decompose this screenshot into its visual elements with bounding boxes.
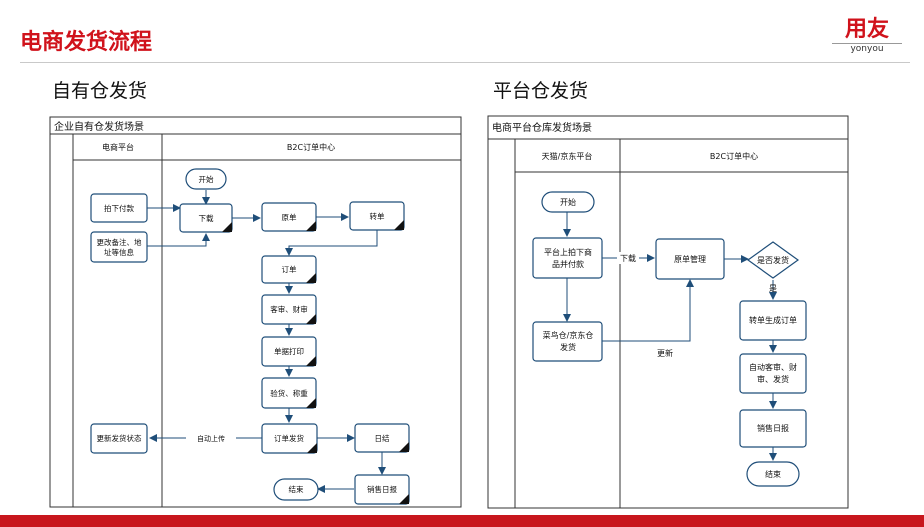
left-node-order: 订单 — [282, 264, 297, 274]
label-r-yes: 是 — [769, 284, 777, 293]
edge-convert-order — [285, 230, 378, 256]
right-node-pay-shape — [532, 237, 603, 279]
left-node-original-shape — [261, 202, 317, 232]
left-node-report-shape — [354, 474, 410, 505]
right-node-pay-line1: 平台上拍下商 — [544, 247, 592, 257]
left-node-modify-line1: 更改备注、地 — [97, 237, 142, 247]
right-node-decision: 是否发货 — [757, 255, 789, 265]
right-node-review-line1: 自动客审、财 — [749, 362, 797, 372]
right-node-cainiao-line1: 菜鸟仓/京东仓 — [543, 330, 594, 340]
left-node-update-status: 更新发货状态 — [97, 433, 142, 443]
left-node-update-shape — [90, 423, 148, 454]
label-auto-upload: 自动上传 — [197, 434, 225, 443]
right-node-end: 结束 — [765, 469, 781, 479]
left-node-daily-shape — [354, 423, 410, 453]
left-node-inspect-shape — [261, 377, 317, 409]
left-node-original: 原单 — [282, 212, 297, 222]
left-node-inspect: 验货、称重 — [270, 388, 308, 398]
right-section-title: 平台仓发货 — [493, 80, 589, 102]
left-node-pay: 拍下付款 — [104, 203, 134, 213]
left-section-title: 自有仓发货 — [52, 80, 148, 102]
left-node-print-shape — [261, 336, 317, 367]
left-lane-ecommerce: 电商平台 — [102, 142, 134, 152]
label-r-download: 下载 — [620, 253, 636, 263]
left-node-pay-shape — [90, 193, 148, 223]
right-node-decision-shape — [746, 241, 800, 279]
left-node-start-shape — [185, 168, 227, 190]
right-lane-platform: 天猫/京东平台 — [542, 151, 593, 161]
label-r-update: 更新 — [657, 348, 673, 358]
left-node-review: 客审、财审 — [270, 304, 308, 314]
left-node-daily: 日结 — [375, 433, 390, 443]
left-diagram: 企业自有仓发货场景 电商平台 B2C订单中心 自动上传 — [49, 116, 462, 508]
header-divider — [20, 62, 910, 63]
right-node-end-shape — [746, 461, 800, 487]
left-node-ship-shape — [261, 423, 318, 454]
left-node-start: 开始 — [199, 174, 214, 184]
edge-r-cainiao-original — [602, 279, 694, 342]
logo-main-text: 用友 — [844, 17, 889, 42]
left-node-end: 结束 — [289, 484, 304, 494]
right-node-report: 销售日报 — [757, 423, 789, 433]
left-node-print: 单据打印 — [274, 346, 304, 356]
left-node-end-shape — [273, 478, 319, 501]
left-lane-b2c: B2C订单中心 — [287, 142, 335, 152]
left-node-report: 销售日报 — [367, 484, 397, 494]
left-node-modify-line2: 址等信息 — [104, 247, 134, 257]
page-title: 电商发货流程 — [20, 30, 153, 55]
logo-sub-text: yonyou — [832, 43, 902, 55]
right-node-convert: 转单生成订单 — [749, 315, 797, 325]
left-node-order-shape — [261, 255, 317, 284]
left-node-modify-shape — [90, 231, 148, 263]
right-frame-title: 电商平台仓库发货场景 — [492, 121, 592, 134]
right-node-report-shape — [739, 409, 807, 448]
right-node-start: 开始 — [560, 197, 576, 207]
right-node-cainiao-line2: 发货 — [560, 342, 576, 352]
left-node-convert: 转单 — [370, 211, 385, 221]
right-node-convert-shape — [739, 300, 807, 341]
left-node-download: 下载 — [199, 213, 214, 223]
right-diagram: 电商平台仓库发货场景 天猫/京东平台 B2C订单中心 下载 是 更新 — [487, 115, 849, 509]
left-node-review-shape — [261, 294, 317, 325]
right-node-review-line2: 审、发货 — [757, 374, 789, 384]
right-lane-b2c: B2C订单中心 — [710, 151, 758, 161]
yonyou-logo: 用友 yonyou — [832, 18, 902, 55]
right-node-cainiao-shape — [532, 321, 603, 362]
edge-modify-download — [147, 233, 210, 247]
left-node-convert-shape — [349, 201, 405, 231]
footer-bar — [0, 515, 924, 527]
left-node-download-shape — [179, 203, 233, 233]
right-node-original-shape — [655, 238, 725, 280]
right-node-original-mgmt: 原单管理 — [674, 254, 706, 264]
right-node-review-shape — [739, 353, 807, 394]
right-node-pay-line2: 品并付款 — [552, 259, 584, 269]
right-node-start-shape — [541, 191, 595, 213]
left-frame-title: 企业自有仓发货场景 — [54, 120, 144, 133]
left-node-ship: 订单发货 — [274, 433, 304, 443]
